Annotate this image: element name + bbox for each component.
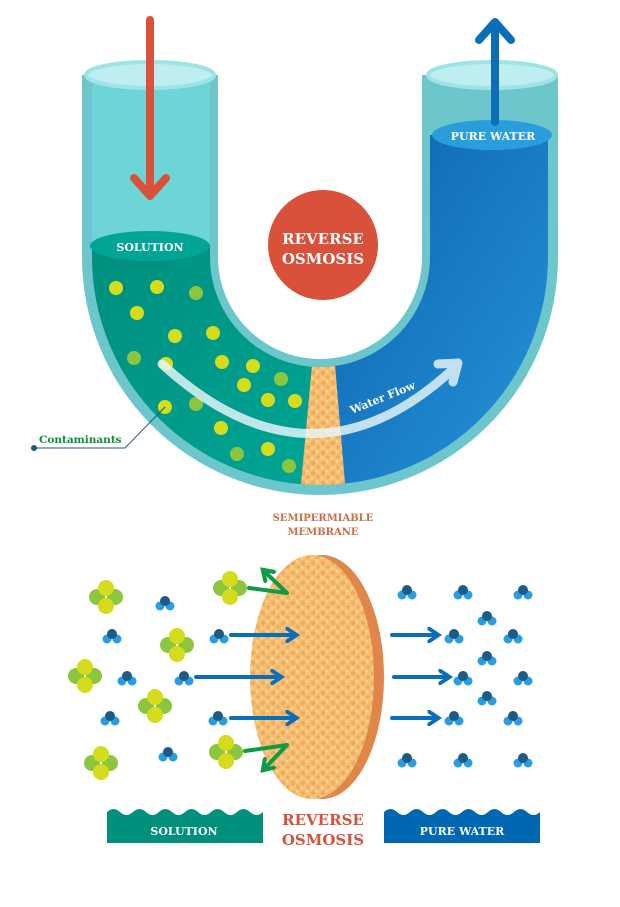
contaminant-particle bbox=[230, 447, 244, 461]
inflow-arrow bbox=[130, 16, 170, 200]
contaminant-particle bbox=[127, 351, 141, 365]
contaminant-particle bbox=[214, 421, 228, 435]
contaminant-particle bbox=[109, 281, 123, 295]
bottom-title-line1: REVERSE bbox=[282, 811, 364, 829]
water-molecule bbox=[503, 629, 523, 644]
contaminant-molecule bbox=[89, 580, 123, 614]
contaminants-label: Contaminants bbox=[39, 434, 122, 446]
contaminant-particle bbox=[189, 286, 203, 300]
solution-banner: SOLUTION bbox=[107, 809, 263, 843]
solution-surface bbox=[90, 231, 210, 261]
water-molecule bbox=[102, 629, 122, 644]
contaminant-particle bbox=[274, 372, 288, 386]
bottom-solution-label: SOLUTION bbox=[150, 825, 217, 838]
water-molecule bbox=[158, 747, 178, 762]
water-molecule bbox=[453, 753, 473, 768]
water-molecule bbox=[100, 711, 120, 726]
contaminant-particle bbox=[288, 394, 302, 408]
contaminant-particle bbox=[168, 329, 182, 343]
contaminant-molecule bbox=[209, 735, 243, 769]
contaminant-molecule bbox=[213, 571, 247, 605]
contaminant-particle bbox=[261, 442, 275, 456]
rejected-contaminant-arrow bbox=[243, 743, 289, 769]
contaminant-molecule bbox=[160, 628, 194, 662]
water-molecule bbox=[503, 711, 523, 726]
title-badge: REVERSE OSMOSIS bbox=[268, 190, 378, 300]
top-pure-water-label: PURE WATER bbox=[451, 130, 536, 143]
pure-water-banner: PURE WATER bbox=[384, 809, 540, 843]
molecules bbox=[68, 571, 533, 780]
water-molecule bbox=[174, 671, 194, 686]
outflow-arrow bbox=[475, 18, 515, 126]
pure-water-surface bbox=[432, 120, 552, 150]
top-solution-label: SOLUTION bbox=[116, 241, 183, 254]
water-molecule bbox=[477, 611, 497, 626]
contaminant-molecule bbox=[84, 746, 118, 780]
membrane-label-line1: SEMIPERMIABLE bbox=[273, 513, 374, 524]
water-molecule bbox=[477, 691, 497, 706]
water-molecule bbox=[477, 651, 497, 666]
contaminant-particles bbox=[109, 280, 302, 473]
water-molecule bbox=[117, 671, 137, 686]
contaminant-molecule bbox=[138, 689, 172, 723]
flow-arrows bbox=[194, 571, 448, 769]
water-molecule bbox=[155, 596, 175, 611]
u-tube: SOLUTION PURE WATER bbox=[82, 60, 558, 495]
contaminant-molecule bbox=[68, 659, 102, 693]
contaminant-particle bbox=[246, 359, 260, 373]
contaminant-particle bbox=[206, 326, 220, 340]
water-molecule bbox=[208, 711, 228, 726]
water-molecule bbox=[453, 585, 473, 600]
contaminant-particle bbox=[150, 280, 164, 294]
bottom-title-line2: OSMOSIS bbox=[282, 831, 364, 849]
water-molecule bbox=[397, 585, 417, 600]
membrane-label-line2: MEMBRANE bbox=[287, 527, 358, 538]
water-molecule bbox=[397, 753, 417, 768]
water-molecule bbox=[444, 629, 464, 644]
rejected-contaminant-arrow bbox=[247, 571, 289, 595]
water-molecule bbox=[513, 671, 533, 686]
bottom-pure-water-label: PURE WATER bbox=[420, 825, 505, 838]
water-molecule bbox=[209, 629, 229, 644]
contaminant-particle bbox=[189, 397, 203, 411]
contaminant-particle bbox=[237, 378, 251, 392]
contaminants-callout: Contaminants bbox=[31, 406, 166, 451]
water-molecule bbox=[453, 671, 473, 686]
contaminant-particle bbox=[282, 459, 296, 473]
contaminant-particle bbox=[130, 306, 144, 320]
title-line2: OSMOSIS bbox=[282, 250, 364, 268]
water-molecule bbox=[513, 585, 533, 600]
water-molecule bbox=[444, 711, 464, 726]
water-flow-arrow bbox=[157, 358, 463, 438]
membrane-disc bbox=[250, 555, 384, 799]
water-molecule bbox=[513, 753, 533, 768]
title-line1: REVERSE bbox=[282, 230, 364, 248]
contaminant-particle bbox=[261, 393, 275, 407]
contaminant-particle bbox=[215, 355, 229, 369]
